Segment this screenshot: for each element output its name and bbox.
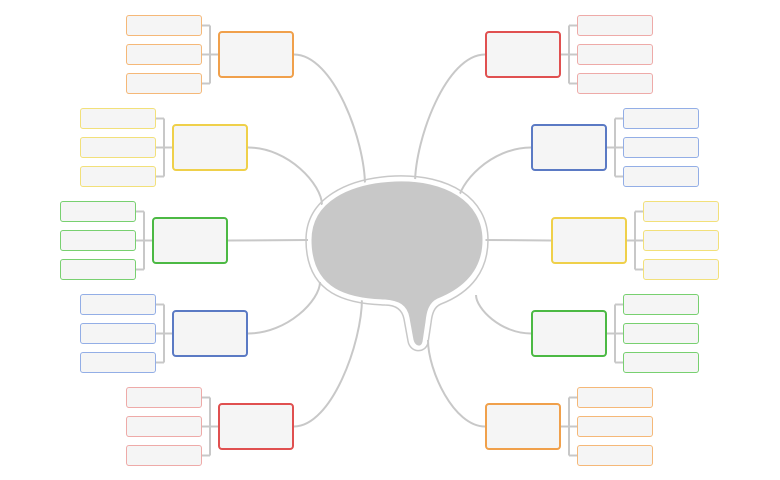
sub-topic-box[interactable] xyxy=(80,137,156,158)
branch-connector xyxy=(427,339,486,428)
sub-topic-box[interactable] xyxy=(80,294,156,315)
main-topic-box-left-2[interactable] xyxy=(172,124,248,171)
sub-topic-box[interactable] xyxy=(126,387,202,408)
branch-connector xyxy=(475,294,532,335)
branch-connector xyxy=(247,146,323,206)
sub-topic-bracket xyxy=(607,117,623,178)
sub-topic-bracket xyxy=(561,24,577,85)
branch-connector xyxy=(414,53,486,185)
branch-connector xyxy=(293,53,366,187)
sub-topic-box[interactable] xyxy=(643,201,719,222)
main-topic-box-right-1[interactable] xyxy=(485,31,561,78)
sub-topic-box[interactable] xyxy=(126,445,202,466)
sub-topic-bracket xyxy=(202,24,218,85)
main-topic-box-right-5[interactable] xyxy=(485,403,561,450)
sub-topic-bracket xyxy=(607,303,623,364)
sub-topic-box[interactable] xyxy=(80,166,156,187)
sub-topic-box[interactable] xyxy=(80,323,156,344)
sub-topic-box[interactable] xyxy=(577,416,653,437)
branch-connector xyxy=(457,146,532,204)
sub-topic-box[interactable] xyxy=(80,108,156,129)
sub-topic-box[interactable] xyxy=(623,352,699,373)
main-topic-box-left-5[interactable] xyxy=(218,403,294,450)
sub-topic-box[interactable] xyxy=(60,230,136,251)
main-topic-box-right-2[interactable] xyxy=(531,124,607,171)
sub-topic-box[interactable] xyxy=(577,44,653,65)
sub-topic-box[interactable] xyxy=(577,445,653,466)
sub-topic-box[interactable] xyxy=(126,416,202,437)
sub-topic-bracket xyxy=(156,303,172,364)
main-topic-box-left-3[interactable] xyxy=(152,217,228,264)
sub-topic-bracket xyxy=(202,396,218,457)
sub-topic-box[interactable] xyxy=(60,259,136,280)
sub-topic-box[interactable] xyxy=(126,44,202,65)
sub-topic-box[interactable] xyxy=(623,108,699,129)
sub-topic-box[interactable] xyxy=(126,15,202,36)
sub-topic-box[interactable] xyxy=(577,73,653,94)
sub-topic-box[interactable] xyxy=(126,73,202,94)
central-bubble-outline xyxy=(305,175,489,352)
sub-topic-box[interactable] xyxy=(80,352,156,373)
sub-topic-box[interactable] xyxy=(623,294,699,315)
sub-topic-bracket xyxy=(627,210,643,271)
sub-topic-bracket xyxy=(136,210,152,271)
sub-topic-box[interactable] xyxy=(577,387,653,408)
sub-topic-box[interactable] xyxy=(623,166,699,187)
central-speech-bubble xyxy=(308,178,486,349)
sub-topic-bracket xyxy=(156,117,172,178)
branch-connector xyxy=(247,281,321,335)
sub-topic-box[interactable] xyxy=(623,137,699,158)
branch-connector xyxy=(483,239,552,242)
sub-topic-bracket xyxy=(561,396,577,457)
sub-topic-box[interactable] xyxy=(643,230,719,251)
sub-topic-box[interactable] xyxy=(577,15,653,36)
branch-connector xyxy=(293,297,363,428)
main-topic-box-right-3[interactable] xyxy=(551,217,627,264)
main-topic-box-right-4[interactable] xyxy=(531,310,607,357)
main-topic-box-left-1[interactable] xyxy=(218,31,294,78)
sub-topic-box[interactable] xyxy=(643,259,719,280)
sub-topic-box[interactable] xyxy=(60,201,136,222)
sub-topic-box[interactable] xyxy=(623,323,699,344)
main-topic-box-left-4[interactable] xyxy=(172,310,248,357)
branch-connector xyxy=(227,239,309,242)
